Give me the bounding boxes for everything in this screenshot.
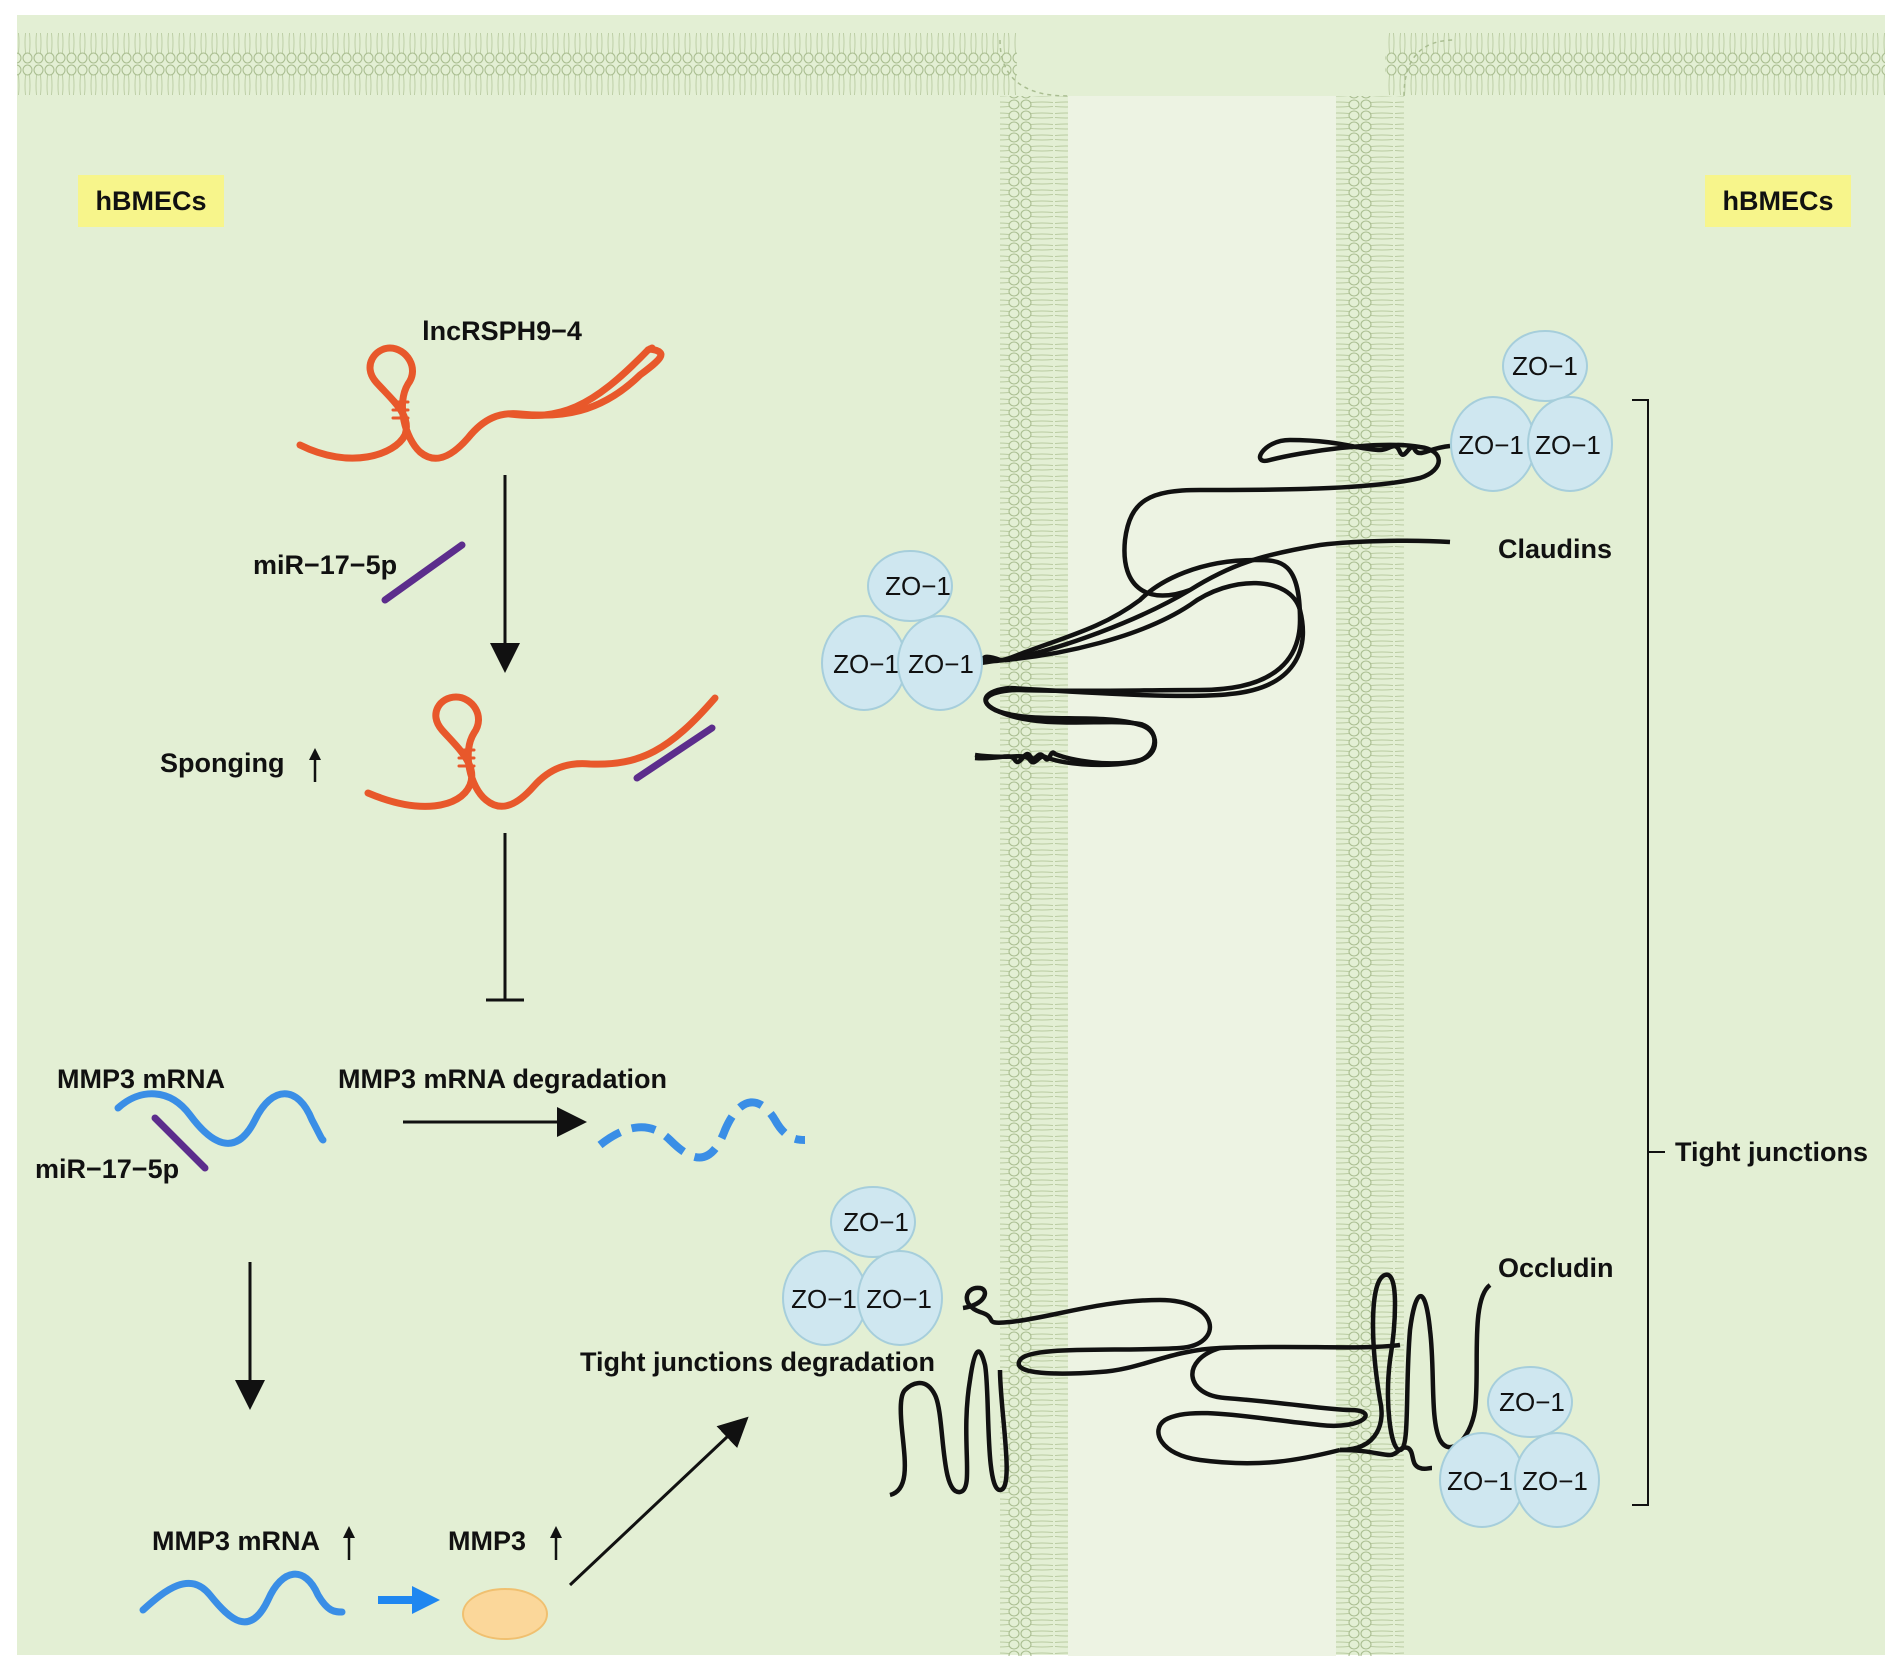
mmp3-mrna-label: MMP3 mRNA xyxy=(57,1064,225,1094)
arrow-mmp3-to-tj-degradation xyxy=(568,1416,749,1587)
cell-label-right-text: hBMECs xyxy=(1722,186,1833,216)
zo1-cluster-upper-left: ZO−1 ZO−1 ZO−1 xyxy=(821,550,983,711)
claudins-label: Claudins xyxy=(1498,534,1612,564)
zo1-cluster-lower-left: ZO−1 ZO−1 ZO−1 xyxy=(782,1186,943,1346)
mirna-bottom-label: miR−17−5p xyxy=(35,1154,179,1184)
tj-degradation-label: Tight junctions degradation xyxy=(580,1347,935,1377)
mmp3-mrna-up-label: MMP3 mRNA xyxy=(152,1526,320,1556)
zo1-label: ZO−1 xyxy=(791,1284,857,1314)
claudin-strand-main xyxy=(974,580,1305,768)
mmp3-protein-up-arrow xyxy=(550,1526,562,1560)
zo1-label: ZO−1 xyxy=(866,1284,932,1314)
mirna-top-label: miR−17−5p xyxy=(253,550,397,580)
occludin-label: Occludin xyxy=(1498,1253,1614,1283)
claudin-strand-upper xyxy=(1004,437,1451,663)
mirna-top-strand xyxy=(381,541,466,604)
tight-junctions-label: Tight junctions xyxy=(1675,1137,1868,1167)
zo1-label: ZO−1 xyxy=(1512,351,1578,381)
zo1-label: ZO−1 xyxy=(833,649,899,679)
mmp3-protein-label: MMP3 xyxy=(448,1526,526,1556)
translation-arrow xyxy=(378,1586,440,1614)
sponging-up-arrow xyxy=(309,748,321,782)
mmp3-protein xyxy=(462,1588,548,1640)
mmp3-degradation-label: MMP3 mRNA degradation xyxy=(338,1064,667,1094)
mirna-bound-to-mmp3 xyxy=(151,1114,209,1172)
lncrna-label: lncRSPH9−4 xyxy=(422,316,582,346)
degraded-mrna-strand xyxy=(597,1098,806,1162)
mmp3-mrna-up-strand xyxy=(139,1570,346,1626)
mmp3-mrna-strand xyxy=(114,1090,327,1147)
cell-label-right: hBMECs xyxy=(1705,175,1851,227)
zo1-label: ZO−1 xyxy=(1499,1387,1565,1417)
zo1-label: ZO−1 xyxy=(885,571,951,601)
zo1-label: ZO−1 xyxy=(1535,430,1601,460)
intercellular-space xyxy=(1068,96,1336,1656)
zo1-label: ZO−1 xyxy=(1522,1466,1588,1496)
lncrna-strand xyxy=(296,344,665,462)
zo1-label: ZO−1 xyxy=(1458,430,1524,460)
inhibition-arrow xyxy=(486,833,524,1002)
sponging-label: Sponging xyxy=(160,748,284,778)
lncrna-sponging-strand xyxy=(364,693,719,810)
mmp3-mrna-up-arrow xyxy=(343,1526,355,1560)
tight-junctions-bracket xyxy=(1632,399,1665,1506)
cell-label-left-text: hBMECs xyxy=(95,186,206,216)
zo1-cluster-upper-right: ZO−1 ZO−1 ZO−1 xyxy=(1450,330,1613,492)
zo1-label: ZO−1 xyxy=(908,649,974,679)
occludin-strand-body xyxy=(1156,1345,1368,1466)
occludin-strand-tail xyxy=(1339,1445,1433,1472)
occludin-strand-loops-left xyxy=(889,1349,1009,1498)
mirna-bound-to-lncrna xyxy=(633,724,716,782)
occludin-strand-left xyxy=(962,1285,1401,1376)
cell-membrane xyxy=(17,33,1885,1656)
zo1-label: ZO−1 xyxy=(1447,1466,1513,1496)
cell-background xyxy=(17,15,1885,1655)
zo1-cluster-lower-right: ZO−1 ZO−1 ZO−1 xyxy=(1439,1366,1600,1528)
zo1-label: ZO−1 xyxy=(843,1207,909,1237)
cell-label-left: hBMECs xyxy=(78,175,224,227)
